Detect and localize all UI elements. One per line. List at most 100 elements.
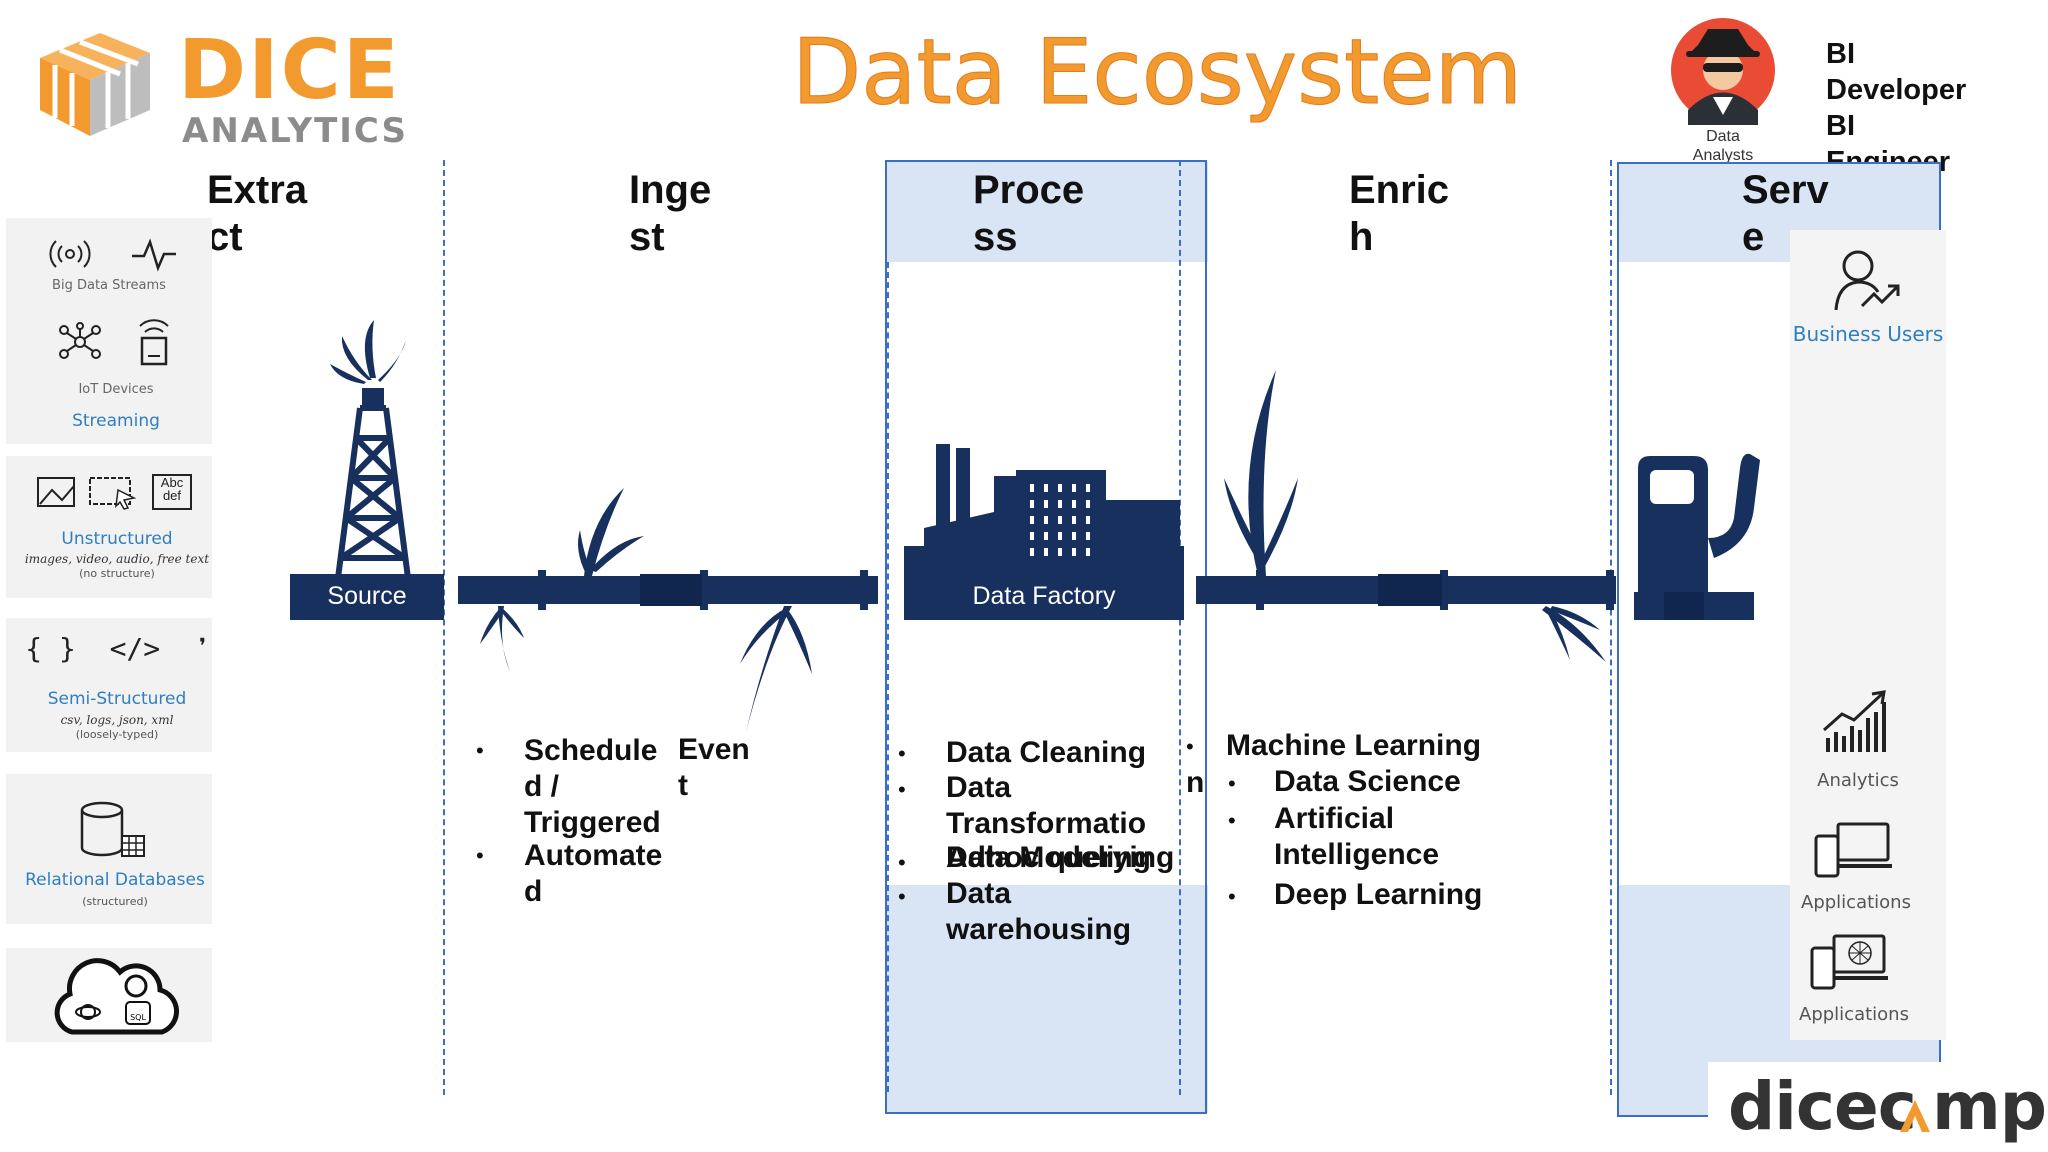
persona-caption-2: Analysts xyxy=(1692,147,1754,164)
process-item-line: Data xyxy=(946,877,1012,910)
dicecamp-logo: dicec mp xyxy=(1708,1062,2048,1152)
ingest-item-1: Schedule d / Triggered xyxy=(524,733,661,841)
note-unstructured: (no structure) xyxy=(79,567,155,580)
bullet: • xyxy=(1228,884,1236,909)
dicecamp-logo-left: dicec xyxy=(1728,1068,1917,1145)
divider-line xyxy=(1179,160,1181,1095)
stage-ingest-line: Inge xyxy=(629,168,712,212)
role-line: BI xyxy=(1826,38,1855,70)
devices-globe-icon xyxy=(1810,934,1888,990)
panel-relational: Relational Databases (structured) xyxy=(6,774,212,924)
persona-caption-1: Data xyxy=(1706,128,1740,145)
applications-label-2: Applications xyxy=(1799,1004,1909,1025)
bullet: • xyxy=(898,850,906,875)
stage-serve-line: Serv xyxy=(1742,168,1829,212)
ingest-item-line: d / xyxy=(524,770,559,803)
analytics-chart-icon xyxy=(1823,690,1886,752)
stage-extract: Extra ct xyxy=(207,167,307,261)
enrich-item-1: Data Science xyxy=(1274,765,1461,798)
ingest-item-line: d xyxy=(524,875,543,908)
analytics-label: Analytics xyxy=(1817,770,1899,791)
stage-ingest: Inge st xyxy=(629,167,711,261)
factory-icon xyxy=(904,444,1184,620)
logo-word: DICE xyxy=(178,23,401,118)
enrich-item-2: Artificial Intelligence xyxy=(1274,801,1439,873)
broadcast-icon xyxy=(49,240,91,268)
pipe-joint xyxy=(1256,570,1264,610)
video-icon xyxy=(89,477,136,510)
note-semi-structured: (loosely-typed) xyxy=(75,728,159,741)
stage-enrich-line: h xyxy=(1349,215,1374,259)
panel-streaming: Big Data Streams IoT Devices Streaming xyxy=(6,218,212,444)
ingest-item-event: Even t xyxy=(678,732,750,804)
bullet: • xyxy=(1228,808,1236,833)
divider-line xyxy=(1610,160,1612,1095)
stage-ingest-line: st xyxy=(629,215,665,259)
bullet: • xyxy=(898,741,906,766)
pipe-joint xyxy=(1606,570,1614,610)
divider-line xyxy=(887,262,889,1092)
ingest-item-line: Triggered xyxy=(524,806,661,839)
source-box xyxy=(290,574,444,620)
stage-enrich: Enric h xyxy=(1349,167,1449,261)
detail-unstructured: images, video, audio, free text xyxy=(24,552,210,566)
stage-process-line: Proce xyxy=(973,168,1085,212)
oil-rig-icon xyxy=(330,320,411,578)
pipe-joint xyxy=(538,570,546,610)
process-item-line: Transformatio xyxy=(946,807,1147,840)
dicecamp-logo-right: mp xyxy=(1932,1068,2047,1145)
text-icon-line: def xyxy=(162,488,182,503)
process-item-overlap-b: Adhoc querying xyxy=(946,841,1175,874)
leak-splash-icon xyxy=(578,488,644,576)
source-label: Source xyxy=(327,582,407,610)
user-trend-icon xyxy=(1834,250,1900,311)
stage-process-line: ss xyxy=(973,215,1018,259)
caption-big-data-streams: Big Data Streams xyxy=(52,278,166,293)
code-glyphs-icon: { } </> ❜ xyxy=(25,632,211,665)
label-streaming: Streaming xyxy=(72,411,160,431)
persona-roles: BI Developer BI Engineer xyxy=(1826,36,1966,180)
bullet: • xyxy=(1228,771,1236,796)
bullet: • xyxy=(898,884,906,909)
stage-extract-line: ct xyxy=(207,215,243,259)
page-title: Data Ecosystem xyxy=(791,20,1523,125)
pipe-valve xyxy=(640,574,702,606)
pipe-joint xyxy=(700,570,708,610)
pipe-valve xyxy=(1378,574,1442,606)
pipe-joint xyxy=(860,570,868,610)
stage-process: Proce ss xyxy=(973,167,1084,261)
text-icon: Abc def xyxy=(152,474,192,510)
divider-line xyxy=(443,160,445,1095)
logo-sub: ANALYTICS xyxy=(182,111,408,151)
bullet: • xyxy=(1186,734,1194,759)
process-header-box xyxy=(886,162,1208,262)
stage-enrich-line: Enric xyxy=(1349,168,1450,212)
text-icon-line: Abc xyxy=(160,475,184,490)
enrich-item-line: Artificial xyxy=(1274,802,1395,835)
caption-iot-devices: IoT Devices xyxy=(78,382,154,397)
ingest-item-line: Even xyxy=(678,733,750,766)
panel-cloud: SQL xyxy=(6,948,212,1042)
panel-unstructured: Abc def Unstructured images, video, audi… xyxy=(6,456,212,598)
detail-semi-structured: csv, logs, json, xml xyxy=(60,713,174,727)
label-semi-structured: Semi-Structured xyxy=(47,689,187,709)
ingest-item-line: Automate xyxy=(524,839,663,872)
bullet: • xyxy=(476,843,484,868)
bullet: • xyxy=(898,777,906,802)
role-line: Developer xyxy=(1826,74,1967,106)
leak-splash-icon xyxy=(480,606,524,672)
leak-splash-icon xyxy=(1224,370,1298,576)
stage-serve-line: e xyxy=(1742,215,1765,259)
panel-business-users xyxy=(1790,230,1946,1040)
dice-cube-icon xyxy=(40,33,150,136)
stage-serve: Serv e xyxy=(1742,167,1829,261)
dicecamp-caret-icon xyxy=(1900,1100,1930,1132)
process-stray-letter: n xyxy=(1186,766,1205,799)
process-item-overlap-a: Data Modeling xyxy=(946,841,1152,874)
process-item-line: Data xyxy=(946,771,1012,804)
factory-label: Data Factory xyxy=(972,582,1116,610)
leak-splash-icon xyxy=(740,606,812,732)
pulse-icon xyxy=(132,238,176,272)
process-footer-box xyxy=(886,885,1208,1113)
process-item-4: Data warehousing xyxy=(946,876,1131,948)
